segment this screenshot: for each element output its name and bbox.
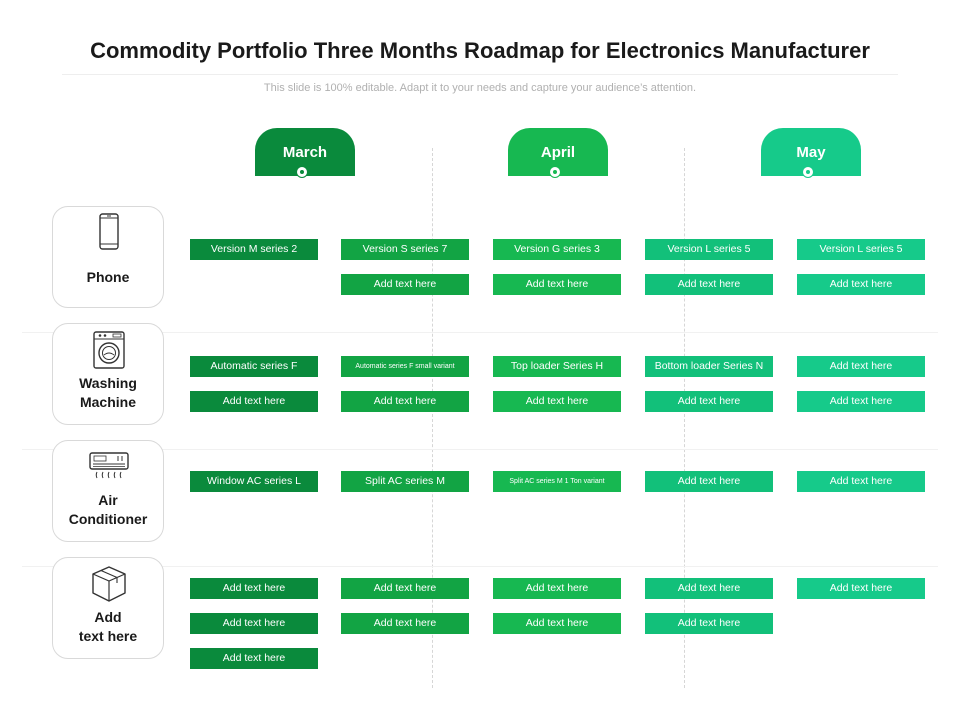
roadmap-cell: Version M series 2	[190, 239, 318, 260]
row-separator	[22, 332, 938, 333]
month-tab-may: May	[761, 128, 861, 177]
roadmap-cell: Add text here	[645, 391, 773, 412]
roadmap-cell: Automatic series F small variant	[341, 356, 469, 377]
category-card-air-conditioner: Air Conditioner	[52, 440, 164, 542]
roadmap-cell: Add text here	[190, 648, 318, 669]
roadmap-cell: Add text here	[341, 391, 469, 412]
category-label: Phone	[86, 269, 130, 285]
roadmap-cell: Add text here	[645, 471, 773, 492]
roadmap-cell: Add text here	[341, 613, 469, 634]
roadmap-cell: Split AC series M 1 Ton variant	[493, 471, 621, 492]
roadmap-cell: Split AC series M	[341, 471, 469, 492]
roadmap-cell: Add text here	[493, 391, 621, 412]
timeline-marker	[550, 167, 560, 177]
title-divider	[62, 74, 898, 75]
roadmap-cell: Add text here	[493, 578, 621, 599]
roadmap-cell: Add text here	[190, 613, 318, 634]
category-label: Washing Machine	[79, 375, 137, 410]
roadmap-cell: Bottom loader Series N	[645, 356, 773, 377]
roadmap-cell: Add text here	[190, 578, 318, 599]
row-separator	[22, 566, 938, 567]
roadmap-cell: Version G series 3	[493, 239, 621, 260]
roadmap-cell: Add text here	[493, 274, 621, 295]
category-label: Add text here	[78, 609, 138, 644]
roadmap-cell: Add text here	[341, 274, 469, 295]
roadmap-cell: Add text here	[645, 578, 773, 599]
roadmap-cell: Add text here	[645, 613, 773, 634]
month-divider	[684, 148, 685, 688]
month-label: April	[540, 144, 576, 161]
roadmap-cell: Add text here	[645, 274, 773, 295]
roadmap-cell: Top loader Series H	[493, 356, 621, 377]
roadmap-cell: Add text here	[797, 391, 925, 412]
roadmap-cell: Version L series 5	[797, 239, 925, 260]
roadmap-cell: Add text here	[341, 578, 469, 599]
timeline-marker	[803, 167, 813, 177]
timeline-marker	[297, 167, 307, 177]
roadmap-cell: Add text here	[797, 274, 925, 295]
roadmap-cell: Automatic series F	[190, 356, 318, 377]
smartphone-icon	[99, 213, 119, 250]
roadmap-cell: Add text here	[493, 613, 621, 634]
page-subtitle: This slide is 100% editable. Adapt it to…	[263, 82, 697, 94]
category-card-washing-machine: Washing Machine	[52, 323, 164, 425]
category-card-add-text: Add text here	[52, 557, 164, 659]
roadmap-cell: Add text here	[797, 471, 925, 492]
roadmap-cell: Window AC series L	[190, 471, 318, 492]
page-title: Commodity Portfolio Three Months Roadmap…	[90, 38, 870, 63]
month-divider	[432, 148, 433, 688]
roadmap-cell: Version S series 7	[341, 239, 469, 260]
roadmap-cell: Add text here	[797, 356, 925, 377]
roadmap-cell: Add text here	[797, 578, 925, 599]
month-label: May	[796, 144, 826, 161]
month-label: March	[282, 144, 328, 161]
package-box-icon	[92, 566, 126, 602]
roadmap-cell: Add text here	[190, 391, 318, 412]
air-conditioner-icon	[89, 452, 129, 479]
month-tab-april: April	[508, 128, 608, 177]
roadmap-cell: Version L series 5	[645, 239, 773, 260]
month-tab-march: March	[255, 128, 355, 177]
category-label: Air Conditioner	[68, 492, 148, 527]
category-card-phone: Phone	[52, 206, 164, 308]
washing-machine-icon	[93, 331, 125, 369]
row-separator	[22, 449, 938, 450]
